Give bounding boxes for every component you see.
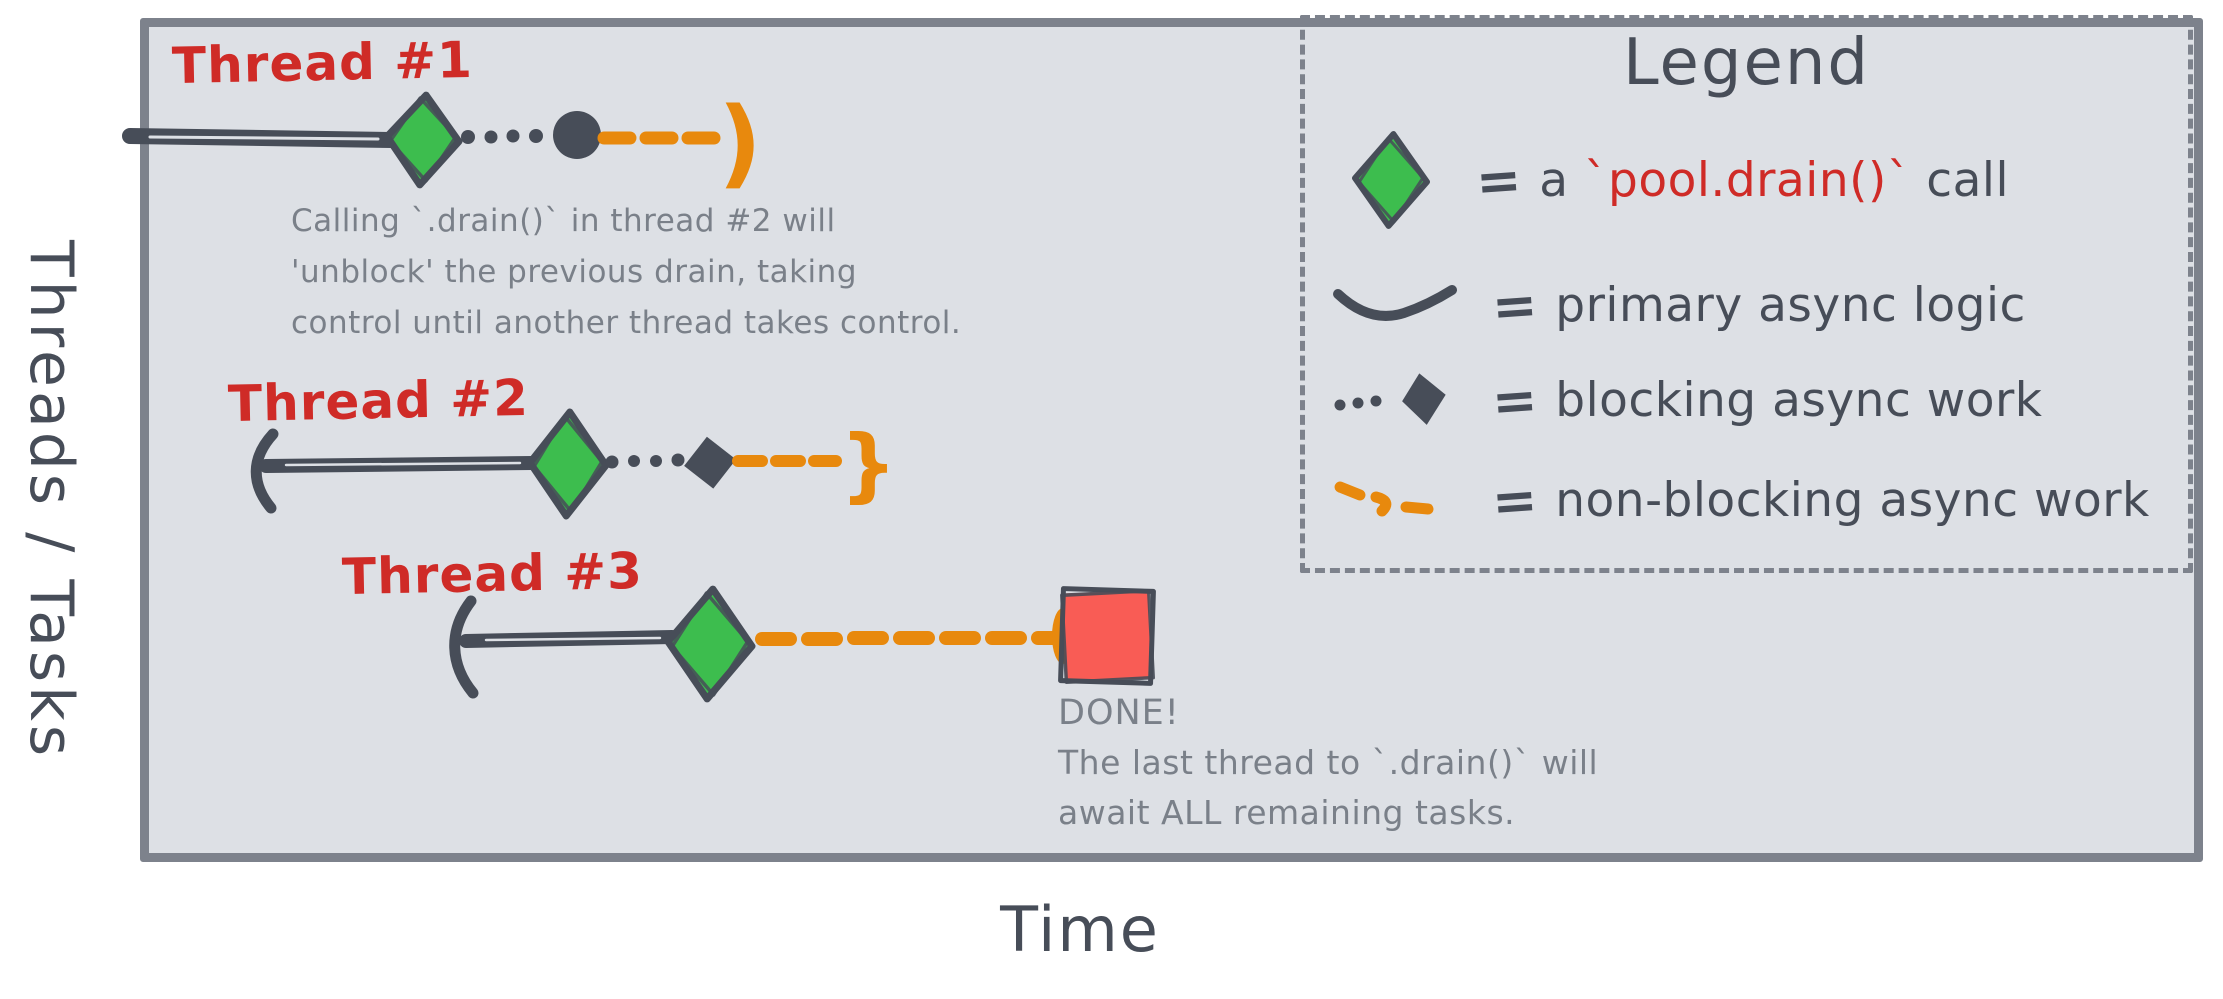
- y-axis-label: Threads / Tasks: [16, 239, 86, 761]
- blocking-async-dots-icon: [1330, 365, 1482, 435]
- equals-sign: =: [1489, 272, 1540, 339]
- primary-async-line-icon: [1330, 278, 1482, 332]
- done-note-title: DONE!: [1058, 693, 1180, 733]
- equals-sign: =: [1489, 467, 1540, 534]
- thread-1-label: Thread #1: [171, 30, 474, 96]
- drain-note-line-3: control until another thread takes contr…: [291, 305, 962, 341]
- legend-row-primary-async: = primary async logic: [1330, 253, 2196, 357]
- legend-item-label: a `pool.drain()` call: [1539, 153, 2009, 208]
- diagram-canvas: [140, 18, 2203, 862]
- legend-item-label: non-blocking async work: [1555, 472, 2150, 528]
- drain-note-line-1: Calling `.drain()` in thread #2 will: [291, 203, 836, 239]
- thread-3-label: Thread #3: [341, 541, 644, 607]
- legend-label-suffix: call: [1910, 152, 2010, 208]
- legend-row-non-blocking-async: = non-blocking async work: [1330, 448, 2196, 552]
- legend-row-pool-drain: = a `pool.drain()` call: [1330, 128, 2196, 232]
- legend-box: [1300, 15, 2193, 573]
- done-note-line-1: The last thread to `.drain()` will: [1058, 743, 1599, 782]
- legend-label-code: `pool.drain()`: [1584, 152, 1911, 208]
- legend-label-prefix: a: [1539, 152, 1584, 208]
- legend-item-label: primary async logic: [1555, 277, 2026, 333]
- legend-item-label: blocking async work: [1555, 372, 2043, 428]
- done-note: DONE! The last thread to `.drain()` will…: [1058, 688, 1598, 838]
- equals-sign: =: [1489, 367, 1540, 434]
- legend-row-blocking-async: = blocking async work: [1330, 348, 2196, 452]
- equals-sign: =: [1473, 147, 1524, 214]
- done-note-line-2: await ALL remaining tasks.: [1058, 793, 1516, 832]
- thread-2-label: Thread #2: [227, 368, 530, 434]
- drain-note-line-2: 'unblock' the previous drain, taking: [291, 254, 857, 290]
- non-blocking-dashes-icon: [1330, 473, 1482, 527]
- drain-note: Calling `.drain()` in thread #2 will 'un…: [291, 196, 961, 349]
- pool-drain-diamond-icon: [1330, 128, 1466, 232]
- legend-title: Legend: [1622, 26, 1871, 100]
- x-axis-label: Time: [1000, 893, 1160, 966]
